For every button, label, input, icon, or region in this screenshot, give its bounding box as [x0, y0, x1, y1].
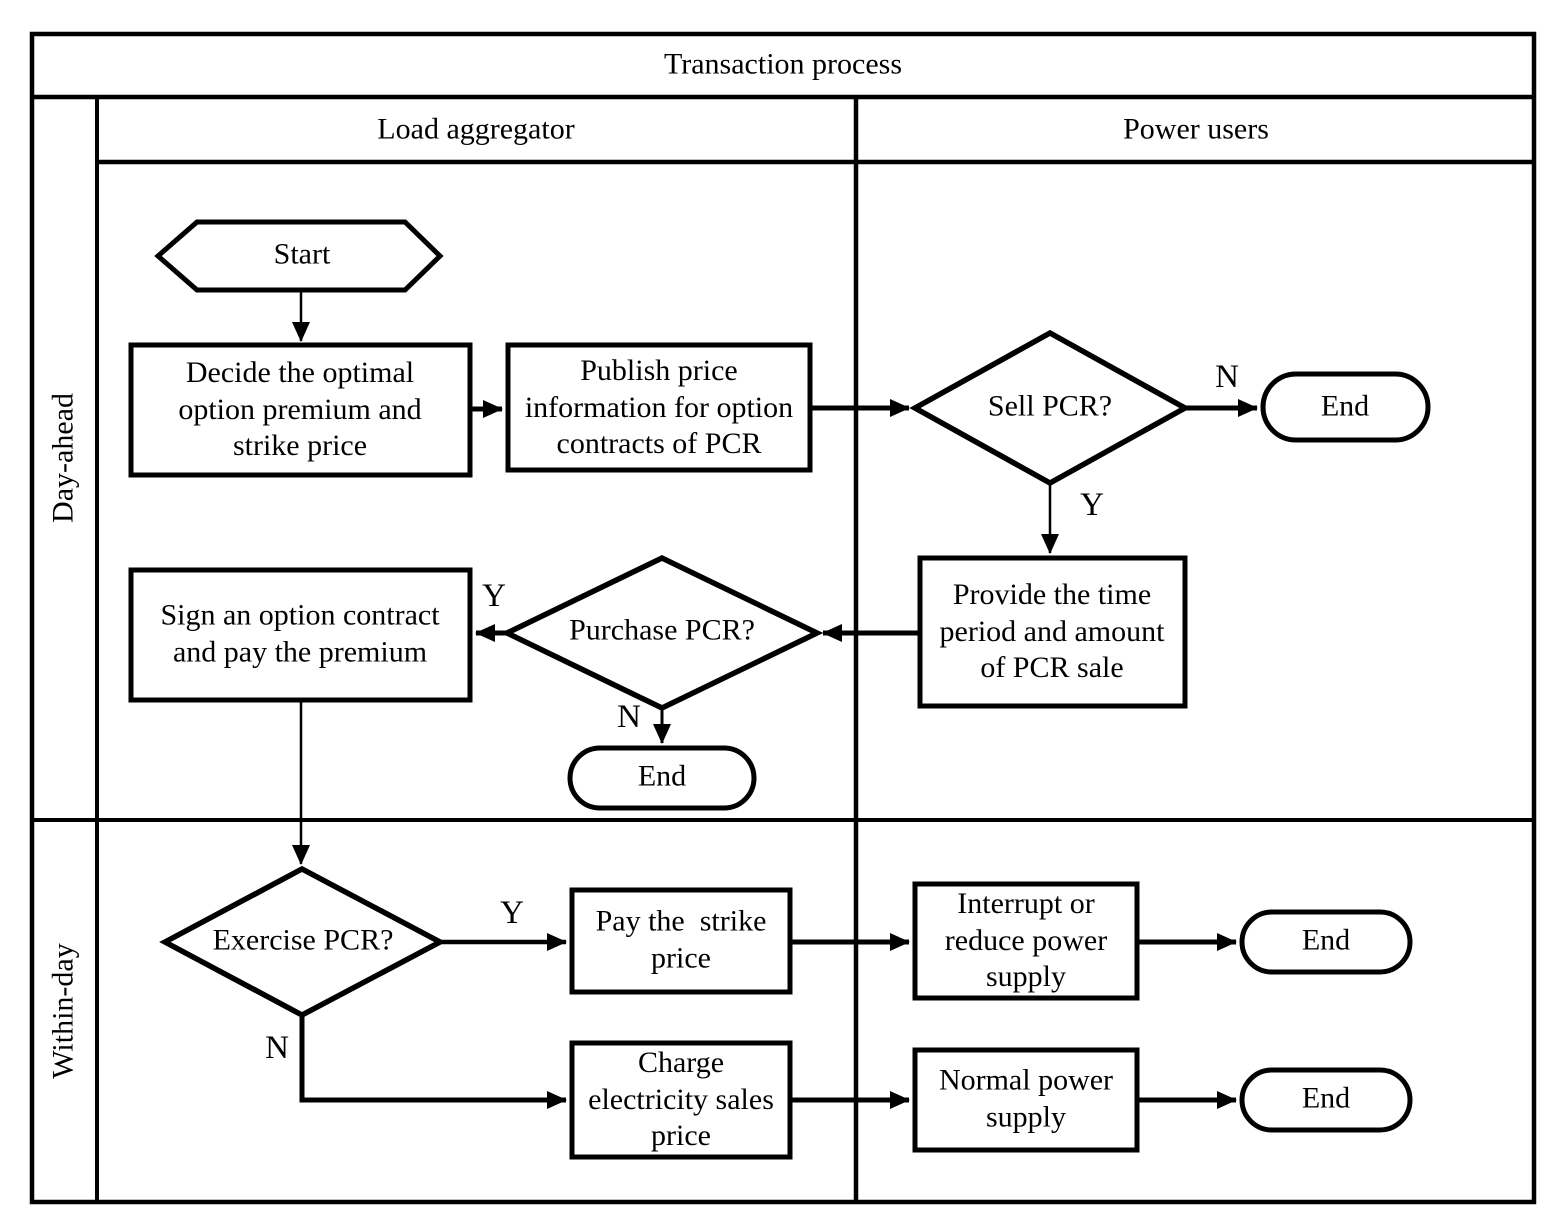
pay-box	[569, 887, 793, 995]
end-terminator-interrupt	[1239, 909, 1413, 975]
sell-no-branch-label: N	[1215, 358, 1239, 395]
sign-box	[128, 567, 473, 703]
exercise-yes-branch-label: Y	[500, 894, 524, 931]
diagram-title: Transaction process	[663, 47, 903, 81]
purchase-decision-diamond	[500, 554, 824, 712]
connectors	[292, 290, 1258, 1109]
interrupt-label: Interrupt or reduce power supply	[944, 887, 1108, 994]
lane-header-power-users: Power users	[1123, 112, 1269, 146]
sign-label: Sign an option contract and pay the prem…	[160, 598, 440, 668]
start-hexagon	[154, 219, 444, 293]
phase-label-day-ahead: Day-ahead	[46, 393, 80, 523]
purchase-yes-branch-label: Y	[482, 577, 506, 614]
normal-label: Normal power supply	[938, 1063, 1114, 1133]
sell-decision-label: Sell PCR?	[987, 389, 1113, 423]
interrupt-box	[912, 881, 1140, 1001]
lane-header-load-aggregator: Load aggregator	[377, 112, 575, 146]
charge-label: Charge electricity sales price	[588, 1046, 774, 1153]
provide-box	[917, 555, 1188, 709]
purchase-no-branch-label: N	[617, 698, 641, 735]
exercise-decision-label: Exercise PCR?	[212, 923, 394, 957]
end-terminator-sell-no	[1260, 371, 1431, 443]
sell-yes-branch-label: Y	[1080, 486, 1104, 523]
end-label-normal: End	[1301, 1081, 1351, 1115]
phase-label-within-day: Within-day	[46, 943, 80, 1079]
decide-box	[128, 342, 473, 478]
node-shapes	[128, 219, 1431, 1160]
edge-exercise-no-to-charge	[299, 1015, 567, 1109]
end-label-interrupt: End	[1301, 923, 1351, 957]
pay-label: Pay the strike price	[595, 904, 767, 974]
purchase-decision-label: Purchase PCR?	[569, 613, 755, 647]
end-terminator-purchase-no	[567, 745, 757, 811]
normal-box	[912, 1047, 1140, 1153]
decide-label: Decide the optimal option premium and st…	[178, 356, 422, 463]
end-label-sell-no: End	[1320, 389, 1370, 423]
exercise-decision-diamond	[159, 865, 446, 1019]
publish-label: Publish price information for option con…	[524, 354, 794, 461]
publish-box	[505, 342, 813, 473]
sell-decision-diamond	[909, 329, 1191, 487]
exercise-no-branch-label: N	[265, 1029, 289, 1066]
end-terminator-normal	[1239, 1067, 1413, 1133]
end-label-purchase-no: End	[637, 759, 687, 793]
start-label: Start	[273, 237, 331, 271]
provide-label: Provide the time period and amount of PC…	[939, 578, 1165, 685]
charge-box	[569, 1040, 793, 1160]
